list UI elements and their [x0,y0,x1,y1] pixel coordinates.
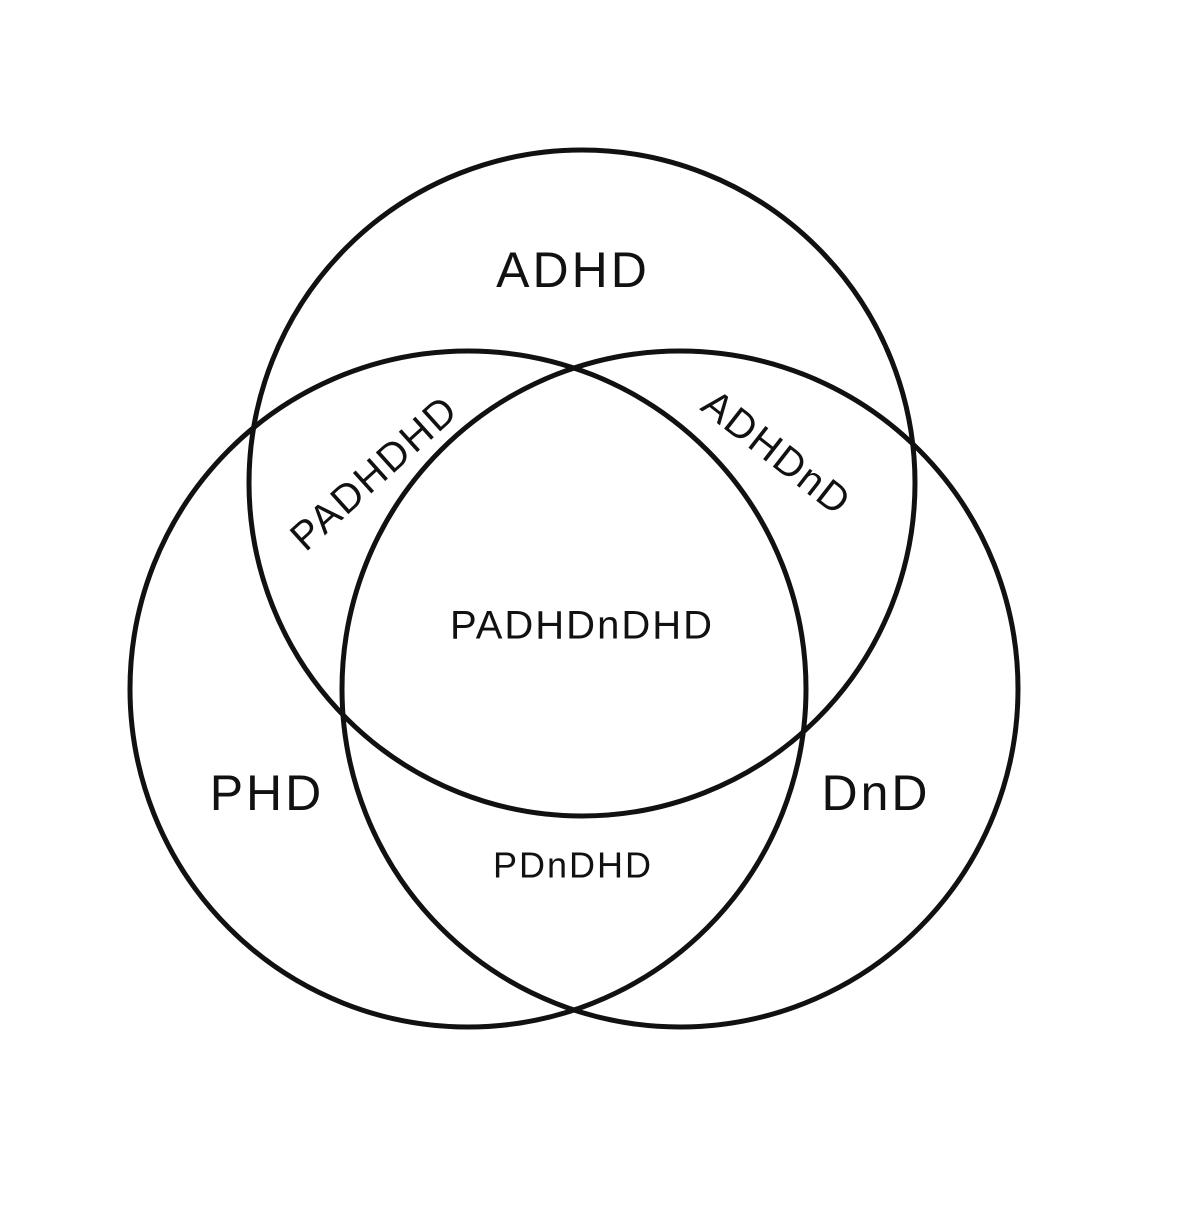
label-padhdndhd: PADHDnDHD [450,604,714,648]
circle-adhd [246,147,918,819]
label-padhdhd: PADHDHD [282,387,467,559]
label-adhd: ADHD [496,242,650,298]
circle-dnd [339,348,1021,1030]
circle-phd [127,348,809,1030]
label-phd: PHD [210,765,325,821]
label-adhdnd: ADHDnD [693,381,859,524]
label-pdndhd: PDnDHD [493,845,653,886]
label-dnd: DnD [821,765,930,821]
